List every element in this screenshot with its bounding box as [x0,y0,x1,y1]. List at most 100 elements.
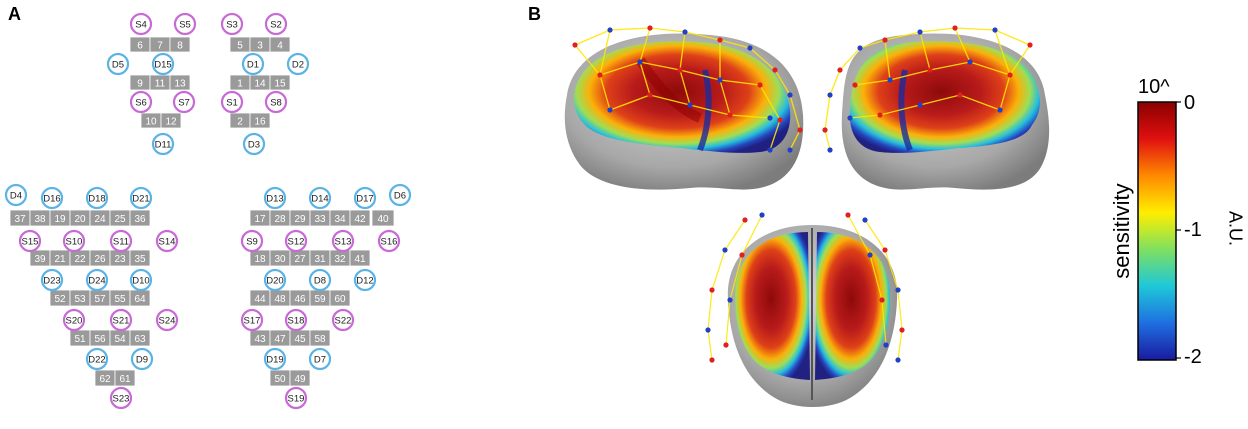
channel-label: 54 [114,334,126,345]
optode-dot [572,42,578,48]
channel-16: 16 [249,112,271,129]
channel-37: 37 [9,209,31,227]
optode-dot [759,212,765,218]
detector-label: D3 [248,140,260,151]
channel-label: 12 [165,117,177,128]
channel-19: 19 [49,209,71,227]
channel-13: 13 [169,74,191,91]
channel-label: 28 [274,214,286,225]
detector-label: D14 [311,194,328,205]
channel-47: 47 [269,329,291,347]
detector-label: D8 [314,276,326,287]
channel-label: 56 [94,334,106,345]
optode-dot [957,92,963,98]
channel-label: 19 [54,214,66,225]
optode-dot [677,67,683,73]
channel-label: 13 [174,79,186,90]
channel-10: 10 [140,112,162,129]
channel-label: 11 [155,79,166,90]
detector-D21: D21 [129,186,153,210]
channel-39: 39 [29,249,51,267]
channel-label: 15 [274,79,286,90]
channel-28: 28 [269,209,291,227]
channel-27: 27 [289,249,311,267]
channel-label: 24 [94,214,106,225]
detector-label: D20 [266,276,283,287]
channel-label: 41 [354,254,366,265]
channel-label: 48 [274,294,286,305]
channel-label: 47 [274,334,286,345]
channel-label: 36 [134,214,146,225]
source-S11: S11 [109,229,133,253]
colorbar [1137,101,1181,361]
optode-dot [967,59,973,65]
detector-label: D18 [88,194,105,205]
detector-D10: D10 [129,268,153,292]
channel-label: 3 [257,41,263,52]
channel-21: 21 [49,249,71,267]
channel-24: 24 [89,209,111,227]
channel-label: 25 [114,214,126,225]
optode-dot [647,92,653,98]
channel-label: 63 [134,334,146,345]
source-label: S22 [335,316,352,327]
panel-label-b: B [528,4,541,24]
channel-label: 55 [114,294,126,305]
optode-dot [895,287,901,293]
optode-dot [887,77,893,83]
detector-D9: D9 [130,347,154,371]
detector-D23: D23 [40,268,64,292]
channel-label: 60 [334,294,346,305]
channel-20: 20 [69,209,91,227]
channel-label: 4 [277,41,283,52]
channel-label: 49 [294,374,306,385]
brain-left-view [564,25,804,190]
channel-label: 23 [114,254,126,265]
channel-label: 38 [34,214,46,225]
optode-dot [1007,72,1013,78]
optode-dot [777,117,783,123]
colorbar-tick-top: 0 [1184,92,1196,114]
channel-label: 42 [354,214,366,225]
channel-59: 59 [309,289,331,307]
detector-label: D6 [394,191,406,202]
optode-dot [847,115,853,121]
detector-D5: D5 [106,52,130,76]
detector-label: D15 [154,60,171,71]
channel-45: 45 [289,329,311,347]
channel-label: 64 [134,294,146,305]
detector-label: D9 [136,355,148,366]
channel-60: 60 [329,289,351,307]
optode-dot [895,357,901,363]
channel-label: 39 [34,254,46,265]
optode-dot [822,127,828,133]
channel-label: 58 [314,334,326,345]
source-S9: S9 [240,229,264,253]
optode-dot [722,247,728,253]
channel-12: 12 [160,112,182,129]
source-label: S15 [22,237,39,248]
source-label: S2 [270,20,282,31]
channel-5: 5 [229,36,251,53]
optode-dot [877,112,883,118]
detector-D24: D24 [85,268,109,292]
optode-dot [767,147,773,153]
source-label: S9 [246,237,258,248]
source-S19: S19 [284,386,308,410]
optode-dot [857,45,863,51]
detector-label: D24 [88,276,105,287]
detector-label: D4 [10,191,22,202]
colorbar-title: 10^ [1138,76,1170,98]
colorbar-label: sensitivity [1109,183,1134,279]
channel-38: 38 [29,209,51,227]
channel-51: 51 [69,329,91,347]
channel-29: 29 [289,209,311,227]
detector-D20: D20 [263,268,287,292]
optode-dot [717,77,723,83]
channel-25: 25 [109,209,131,227]
channel-32: 32 [329,249,351,267]
optode-dot [852,82,858,88]
colorbar-tick-bottom: -2 [1184,346,1202,368]
optode-dot [717,37,723,43]
